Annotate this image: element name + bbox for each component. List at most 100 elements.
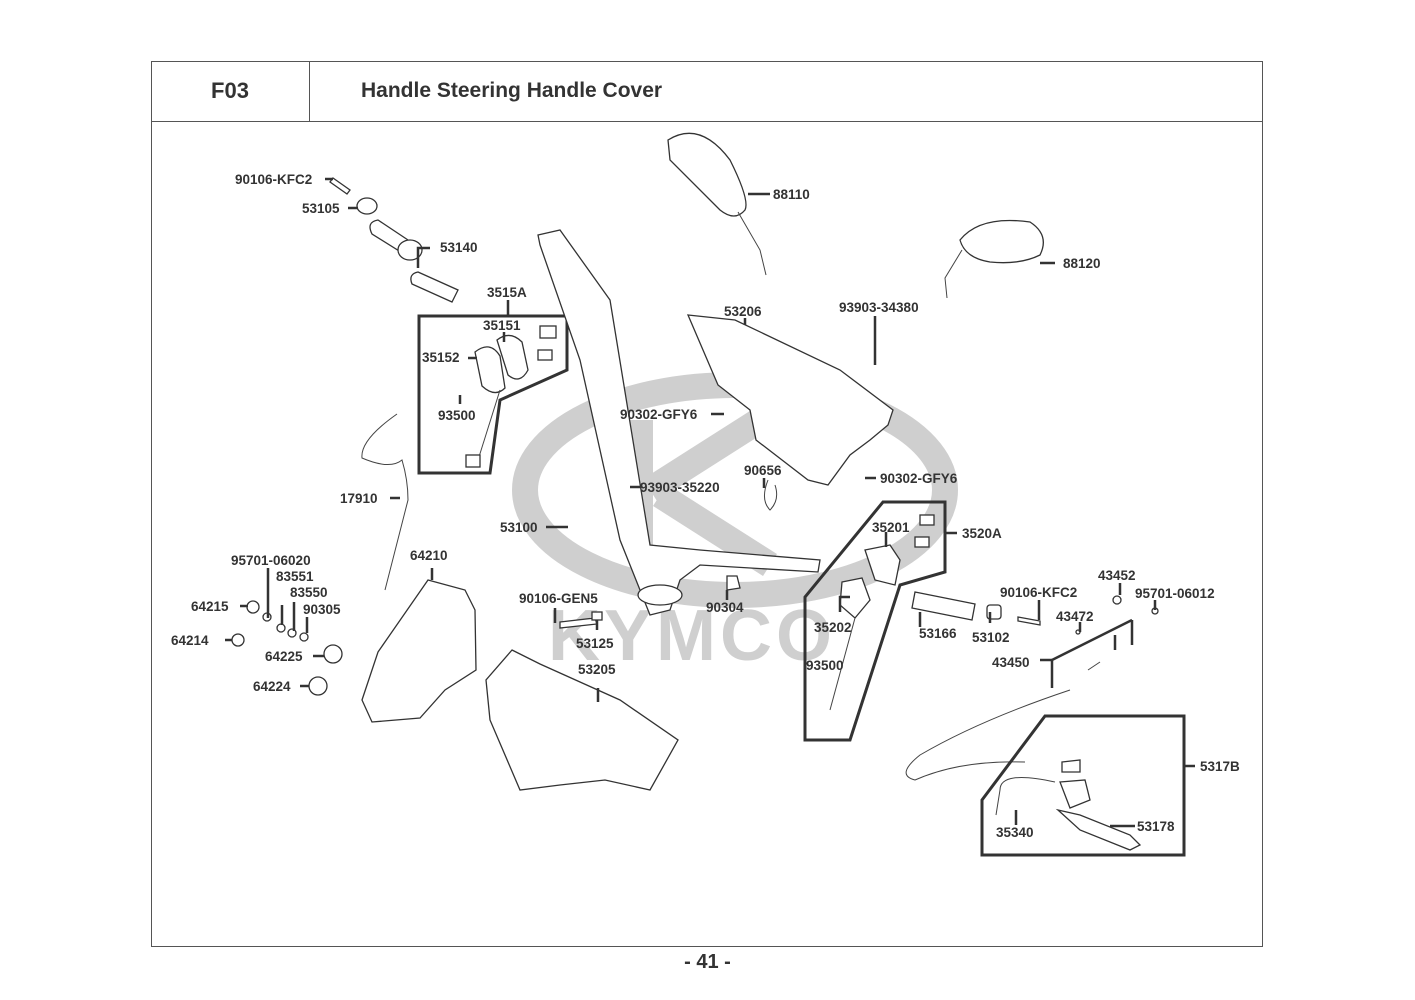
mirror-stem-88120 bbox=[944, 249, 963, 299]
lever-53178 bbox=[1055, 808, 1142, 851]
switch-housing-35152 bbox=[474, 346, 506, 394]
label-90106-gen5: 90106-GEN5 bbox=[519, 591, 598, 606]
switch-wire-right bbox=[829, 617, 856, 711]
label-90106-kfc2-right: 90106-KFC2 bbox=[1000, 585, 1077, 600]
knob-64215 bbox=[246, 600, 260, 614]
mirror-88120 bbox=[959, 219, 1044, 264]
label-93903-35220: 93903-35220 bbox=[640, 480, 720, 495]
left-switch-parts bbox=[465, 325, 557, 468]
switch-wire bbox=[477, 389, 501, 461]
label-53125: 53125 bbox=[576, 636, 614, 651]
label-53102: 53102 bbox=[972, 630, 1010, 645]
label-53166: 53166 bbox=[919, 626, 957, 641]
nut-90304 bbox=[726, 575, 741, 591]
right-switch-parts bbox=[829, 514, 935, 711]
cap-64224 bbox=[308, 676, 328, 696]
watermark-text: KYMCO bbox=[548, 596, 836, 676]
label-90304: 90304 bbox=[706, 600, 744, 615]
handle-cover-front-53206 bbox=[686, 314, 894, 486]
diagram-frame bbox=[151, 61, 1263, 947]
page-number: - 41 - bbox=[684, 951, 731, 973]
label-5317b: 5317B bbox=[1200, 759, 1240, 774]
brake-cable-43450 bbox=[905, 689, 1071, 781]
label-43452: 43452 bbox=[1098, 568, 1136, 583]
label-35202: 35202 bbox=[814, 620, 852, 635]
label-3520a: 3520A bbox=[962, 526, 1002, 541]
page-title: Handle Steering Handle Cover bbox=[310, 61, 1263, 122]
throttle-tube bbox=[410, 271, 459, 303]
leader-lines bbox=[225, 177, 1195, 828]
label-35201: 35201 bbox=[872, 520, 910, 535]
label-93500-left: 93500 bbox=[438, 408, 476, 423]
label-93903-34380: 93903-34380 bbox=[839, 300, 919, 315]
clamp-upper bbox=[1061, 759, 1081, 773]
clamp-43452 bbox=[1112, 595, 1122, 605]
group-box-5317b bbox=[980, 714, 1186, 857]
mirror-stem-88110 bbox=[737, 211, 767, 276]
label-90656: 90656 bbox=[744, 463, 782, 478]
nut-90305 bbox=[299, 632, 309, 642]
label-35151: 35151 bbox=[483, 318, 521, 333]
brake-lever-parts bbox=[995, 759, 1142, 851]
bolt-90106-kfc2-right bbox=[1017, 616, 1041, 626]
leader-43450-bracket bbox=[1050, 618, 1134, 688]
label-90302-gfy6-lower: 90302-GFY6 bbox=[880, 471, 958, 486]
windscreen-64210 bbox=[361, 579, 477, 723]
label-95701-06020: 95701-06020 bbox=[231, 553, 311, 568]
label-64215: 64215 bbox=[191, 599, 229, 614]
label-88110: 88110 bbox=[773, 187, 810, 202]
label-53178: 53178 bbox=[1137, 819, 1175, 834]
switch-button bbox=[537, 349, 553, 361]
label-35340: 35340 bbox=[996, 825, 1034, 840]
label-90106-kfc2-left: 90106-KFC2 bbox=[235, 172, 312, 187]
label-83550: 83550 bbox=[290, 585, 328, 600]
left-grip-assembly bbox=[329, 177, 459, 303]
label-53140: 53140 bbox=[440, 240, 478, 255]
switch-wire-35340 bbox=[995, 777, 1056, 816]
label-64210: 64210 bbox=[410, 548, 448, 563]
label-17910: 17910 bbox=[340, 491, 378, 506]
label-88120: 88120 bbox=[1063, 256, 1101, 271]
handlebar-53100 bbox=[537, 229, 821, 616]
label-90305: 90305 bbox=[303, 602, 341, 617]
spring bbox=[1087, 661, 1101, 671]
label-83551: 83551 bbox=[276, 569, 314, 584]
label-95701-06012: 95701-06012 bbox=[1135, 586, 1215, 601]
bolt-90106-kfc2-left bbox=[329, 177, 351, 195]
bar-end-53105 bbox=[356, 197, 378, 215]
switch-knob-right bbox=[919, 514, 935, 526]
label-35152: 35152 bbox=[422, 350, 460, 365]
switch-knob bbox=[539, 325, 557, 339]
label-53100: 53100 bbox=[500, 520, 538, 535]
switch-connector bbox=[465, 454, 481, 468]
grip-flange bbox=[397, 239, 423, 261]
section-code: F03 bbox=[151, 61, 310, 122]
switch-housing-35151 bbox=[496, 334, 529, 380]
switch-button-right bbox=[914, 536, 930, 548]
label-3515a: 3515A bbox=[487, 285, 527, 300]
master-cylinder bbox=[1059, 779, 1091, 809]
label-64225: 64225 bbox=[265, 649, 303, 664]
grip-53166 bbox=[911, 591, 976, 621]
label-53206: 53206 bbox=[724, 304, 762, 319]
cable-17910 bbox=[361, 413, 409, 591]
group-box-3520a bbox=[803, 500, 947, 742]
label-64214: 64214 bbox=[171, 633, 209, 648]
label-64224: 64224 bbox=[253, 679, 291, 694]
label-43472: 43472 bbox=[1056, 609, 1094, 624]
handle-cover-rear-53205 bbox=[485, 649, 679, 791]
label-53205: 53205 bbox=[578, 662, 616, 677]
mirror-88110 bbox=[667, 132, 747, 217]
collar-53125 bbox=[591, 611, 603, 621]
clip-90656 bbox=[764, 479, 778, 511]
label-93500-right: 93500 bbox=[806, 658, 844, 673]
cap-64225 bbox=[323, 644, 343, 664]
label-90302-gfy6-upper: 90302-GFY6 bbox=[620, 407, 698, 422]
steering-stem-base bbox=[637, 584, 683, 606]
label-53105: 53105 bbox=[302, 201, 340, 216]
part-labels: 90106-KFC2 53105 53140 3515A 35151 35152… bbox=[171, 172, 1240, 840]
washer-83551 bbox=[276, 623, 286, 633]
label-43450: 43450 bbox=[992, 655, 1030, 670]
knob-64214 bbox=[231, 633, 245, 647]
